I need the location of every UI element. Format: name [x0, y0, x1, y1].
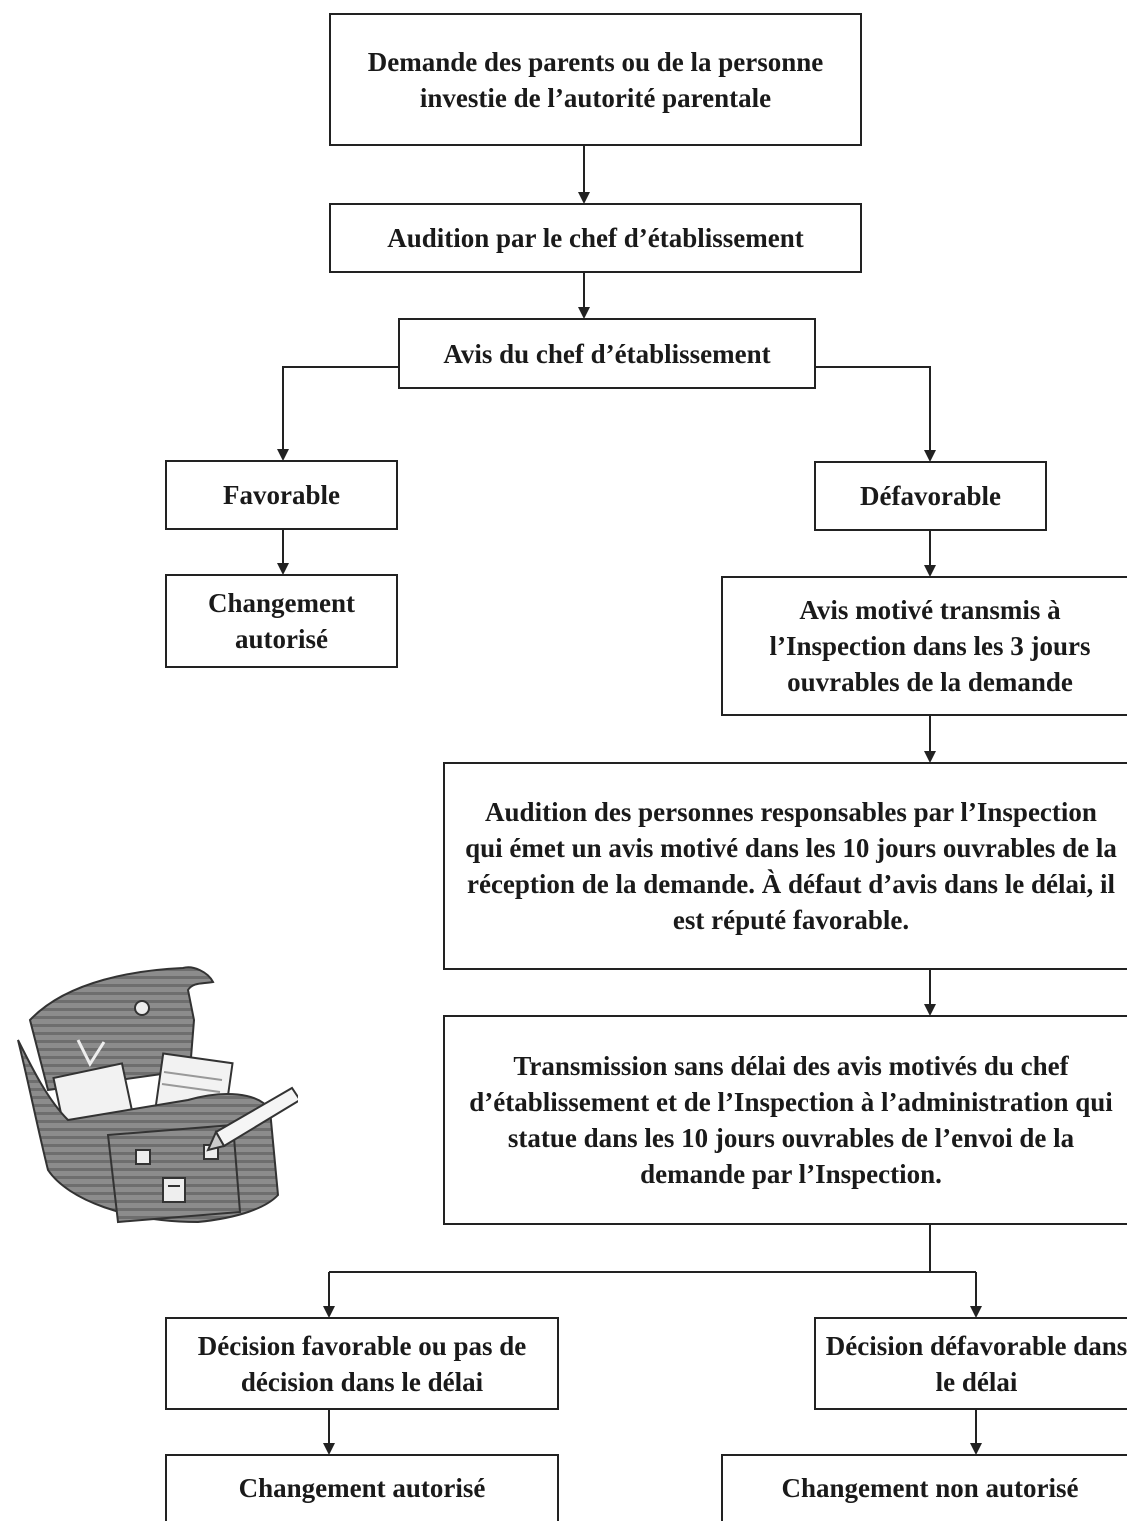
node-changement-autorise-2-text: Changement autorisé — [238, 1473, 486, 1503]
node-avis-motive-text: Avis motivé transmis à l’Inspection dans… — [769, 595, 1091, 697]
arrow-avis-favorable — [277, 366, 398, 461]
node-decision-favorable-text: Décision favorable ou pas de décision da… — [197, 1330, 527, 1397]
node-changement-non-autorise: Changement non autorisé — [721, 1454, 1127, 1521]
node-transmission-text: Transmission sans délai des avis motivés… — [469, 1051, 1113, 1189]
node-defavorable-text: Défavorable — [860, 481, 1001, 511]
node-transmission: Transmission sans délai des avis motivés… — [443, 1015, 1127, 1225]
node-decision-defavorable: Décision défavorable dans le délai — [814, 1317, 1127, 1410]
node-audition-chef: Audition par le chef d’établissement — [329, 203, 862, 273]
node-avis-motive: Avis motivé transmis à l’Inspection dans… — [721, 576, 1127, 716]
node-audition-chef-text: Audition par le chef d’établissement — [387, 223, 804, 253]
node-decision-favorable: Décision favorable ou pas de décision da… — [165, 1317, 559, 1410]
node-defavorable: Défavorable — [814, 461, 1047, 531]
node-favorable: Favorable — [165, 460, 398, 530]
arrow-avis-defavorable — [816, 366, 936, 462]
node-changement-autorise-1: Changement autorisé — [165, 574, 398, 668]
node-avis-chef: Avis du chef d’établissement — [398, 318, 816, 389]
node-changement-non-autorise-text: Changement non autorisé — [781, 1473, 1079, 1503]
node-decision-defavorable-text: Décision défavorable dans le délai — [825, 1330, 1127, 1397]
node-changement-autorise-1-text: Changement autorisé — [208, 588, 355, 654]
school-bag-icon — [17, 966, 298, 1224]
node-demande-parents-text: Demande des parents ou de la personne in… — [367, 46, 824, 113]
node-audition-inspection-text: Audition des personnes responsables par … — [465, 797, 1117, 935]
node-avis-chef-text: Avis du chef d’établissement — [443, 338, 771, 369]
node-changement-autorise-2: Changement autorisé — [165, 1454, 559, 1521]
node-demande-parents: Demande des parents ou de la personne in… — [329, 13, 862, 146]
node-audition-inspection: Audition des personnes responsables par … — [443, 762, 1127, 970]
node-favorable-text: Favorable — [223, 480, 340, 510]
